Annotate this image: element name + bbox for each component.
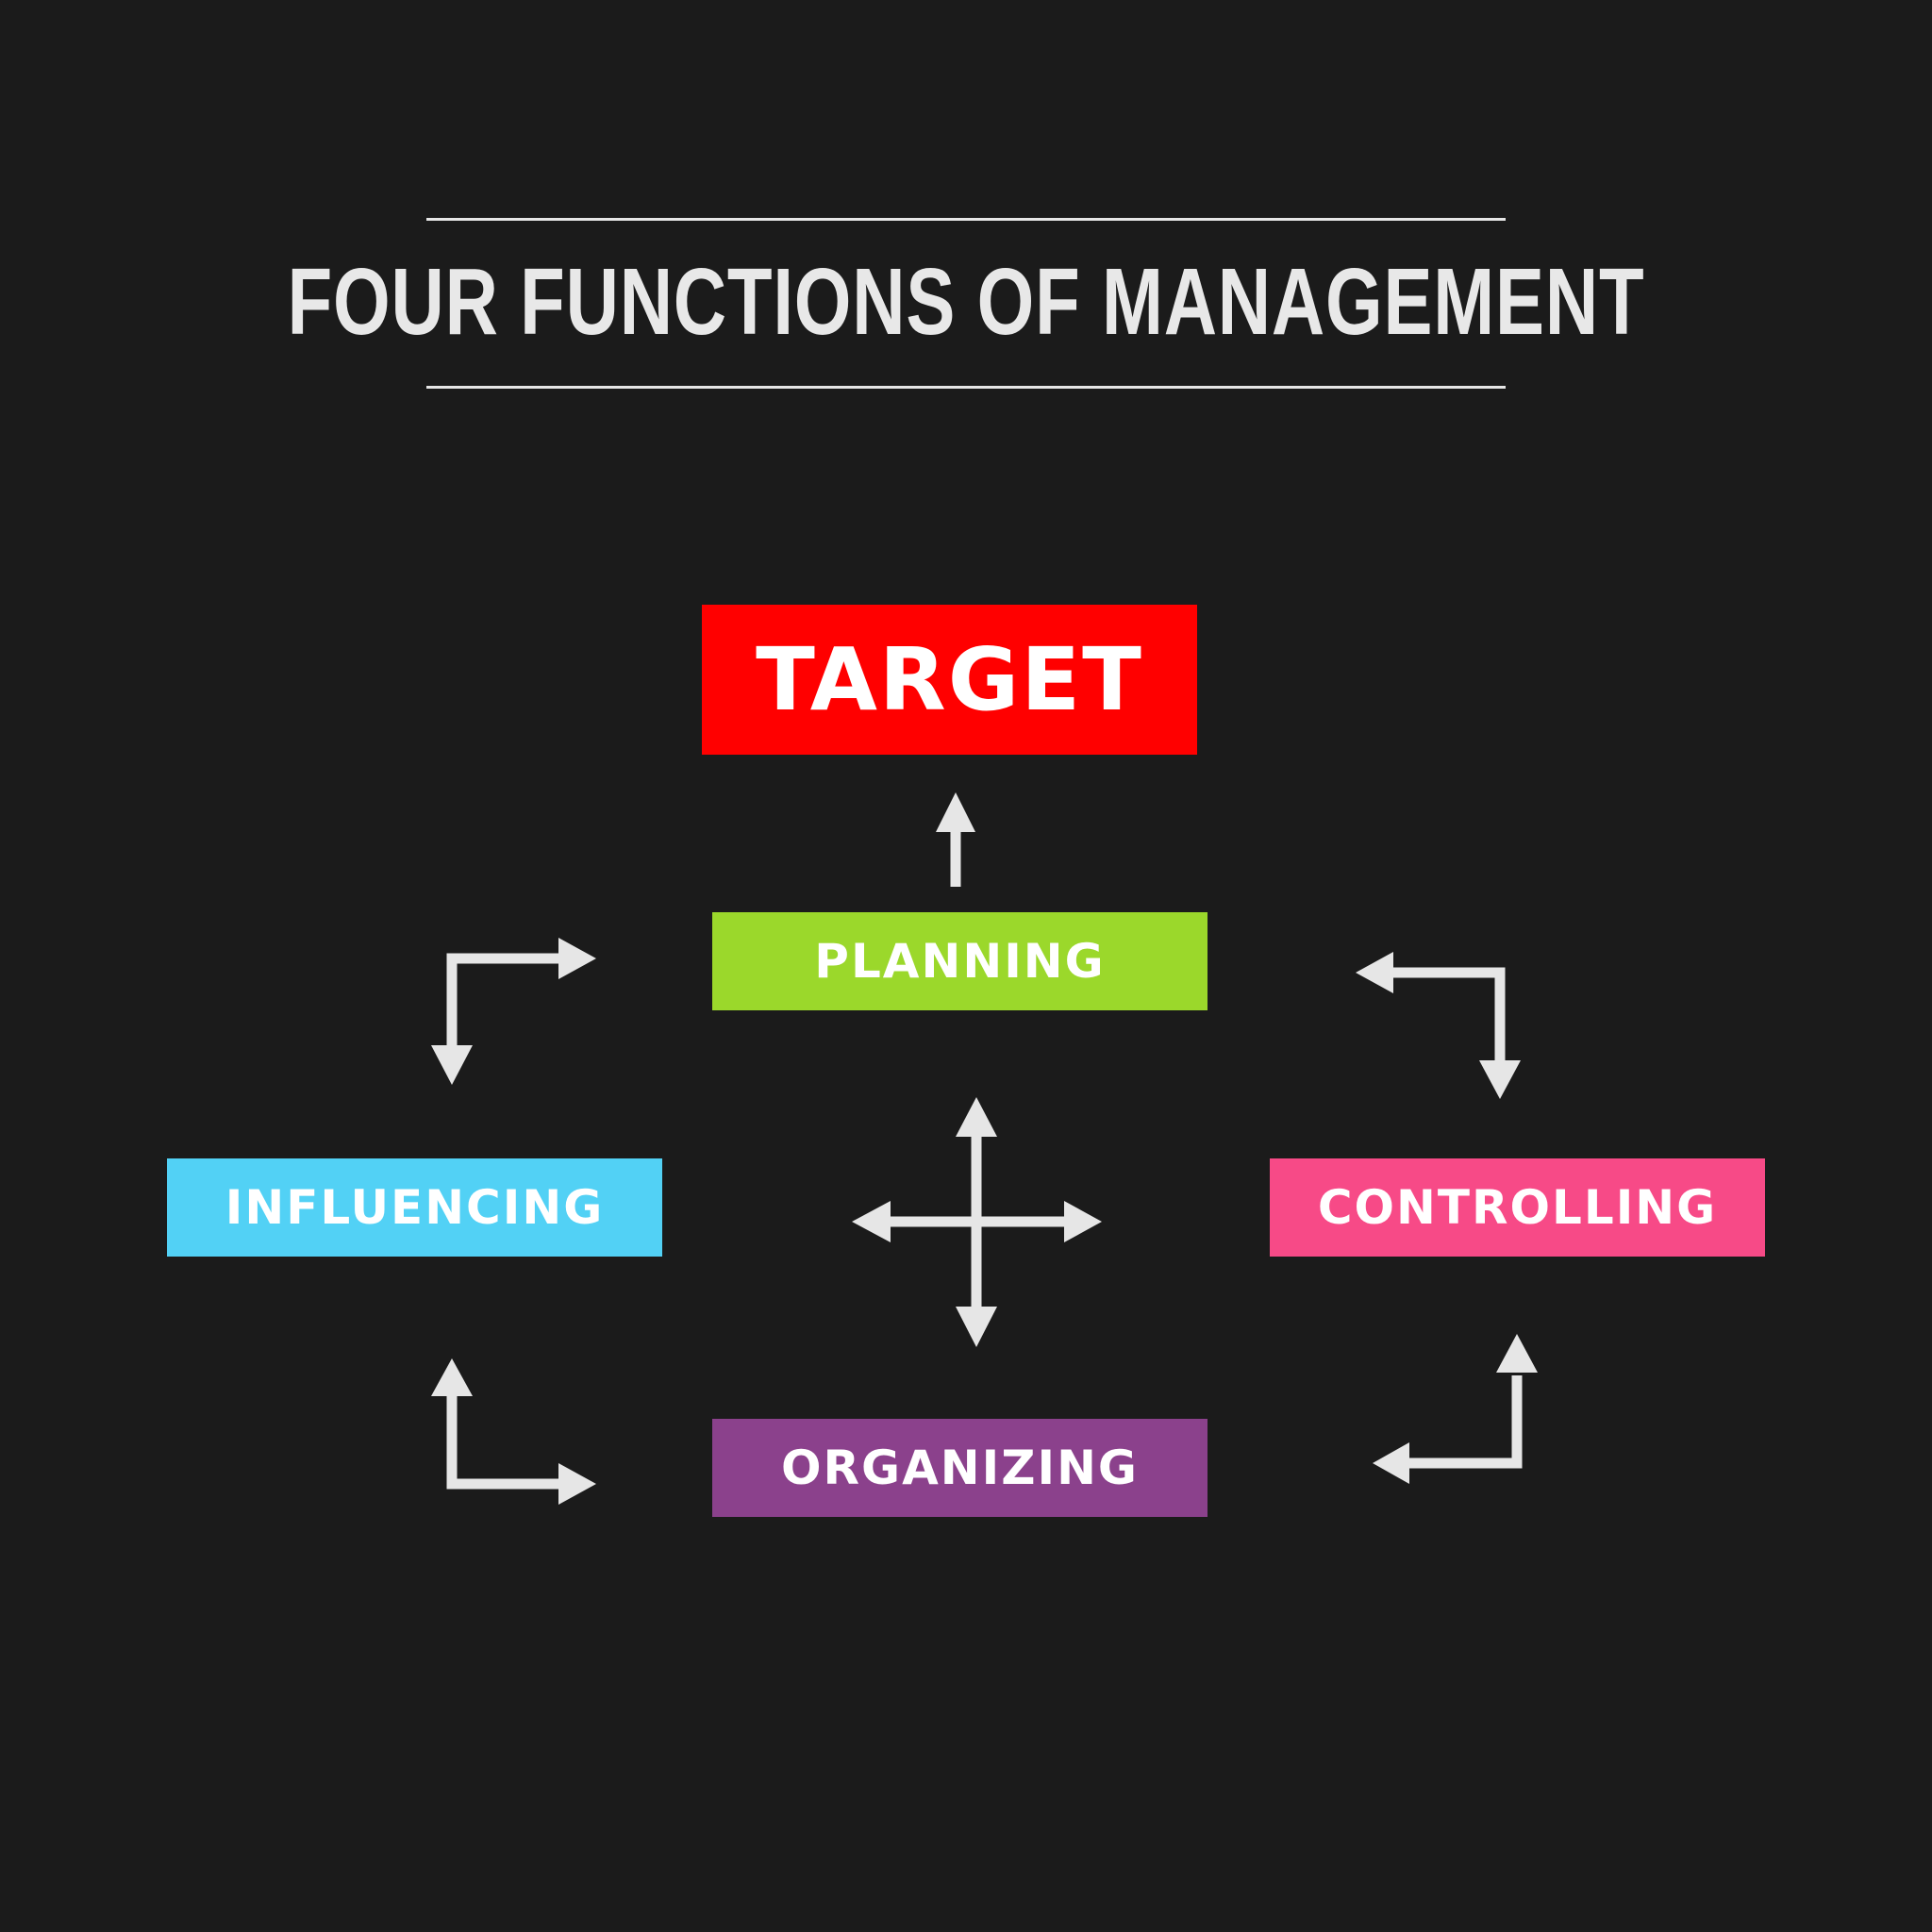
- cross-arrowhead-down-icon: [956, 1307, 997, 1347]
- arrowhead-up-icon: [1496, 1334, 1538, 1373]
- target-label: TARGET: [756, 629, 1143, 730]
- cross-arrowhead-right-icon: [1064, 1201, 1102, 1242]
- influencing-box: INFLUENCING: [167, 1158, 662, 1257]
- arrow-planning-influencing: [446, 953, 562, 1049]
- arrowhead-up-icon: [431, 1358, 473, 1396]
- arrowhead-up-icon: [936, 792, 975, 832]
- planning-label: PLANNING: [814, 934, 1106, 989]
- influencing-label: INFLUENCING: [225, 1180, 605, 1235]
- arrowhead-left-icon: [1373, 1442, 1409, 1484]
- arrow-planning-controlling: [1387, 967, 1506, 1064]
- controlling-box: CONTROLLING: [1270, 1158, 1765, 1257]
- arrowhead-right-icon: [558, 1463, 596, 1505]
- arrow-controlling-organizing: [1404, 1375, 1523, 1469]
- planning-box: PLANNING: [712, 912, 1208, 1010]
- arrowhead-down-icon: [1479, 1060, 1521, 1099]
- arrowhead-left-icon: [1356, 952, 1393, 993]
- arrowhead-down-icon: [431, 1045, 473, 1085]
- organizing-label: ORGANIZING: [781, 1441, 1139, 1495]
- title-rule-top: [426, 218, 1506, 221]
- target-box: TARGET: [702, 605, 1197, 755]
- cross-arrowhead-left-icon: [852, 1201, 891, 1242]
- cross-arrowhead-up-icon: [956, 1097, 997, 1137]
- arrow-influencing-organizing: [446, 1389, 562, 1490]
- title-rule-bottom: [426, 386, 1506, 389]
- arrowhead-right-icon: [558, 938, 596, 979]
- organizing-box: ORGANIZING: [712, 1419, 1208, 1517]
- page-title: FOUR FUNCTIONS OF MANAGEMENT: [287, 249, 1645, 355]
- controlling-label: CONTROLLING: [1317, 1180, 1718, 1235]
